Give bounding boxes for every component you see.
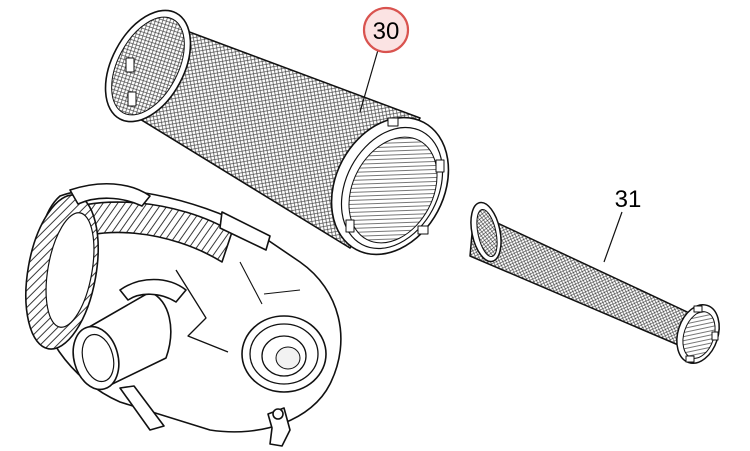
callout-30-ring <box>362 6 410 54</box>
callout-31-number[interactable]: 31 <box>615 186 642 213</box>
primary-filter-inner-liner <box>348 136 438 244</box>
primary-filter-element <box>104 9 450 256</box>
callout-31-leader <box>603 211 623 263</box>
callout-30-number: 30 <box>373 18 400 45</box>
callout-30-leader <box>359 49 379 113</box>
safety-filter-body <box>469 211 701 351</box>
safety-filter-element <box>469 201 720 364</box>
air-cleaner-housing <box>25 182 342 447</box>
mounting-bracket <box>219 211 271 251</box>
callout-30[interactable]: 30 <box>362 6 410 54</box>
